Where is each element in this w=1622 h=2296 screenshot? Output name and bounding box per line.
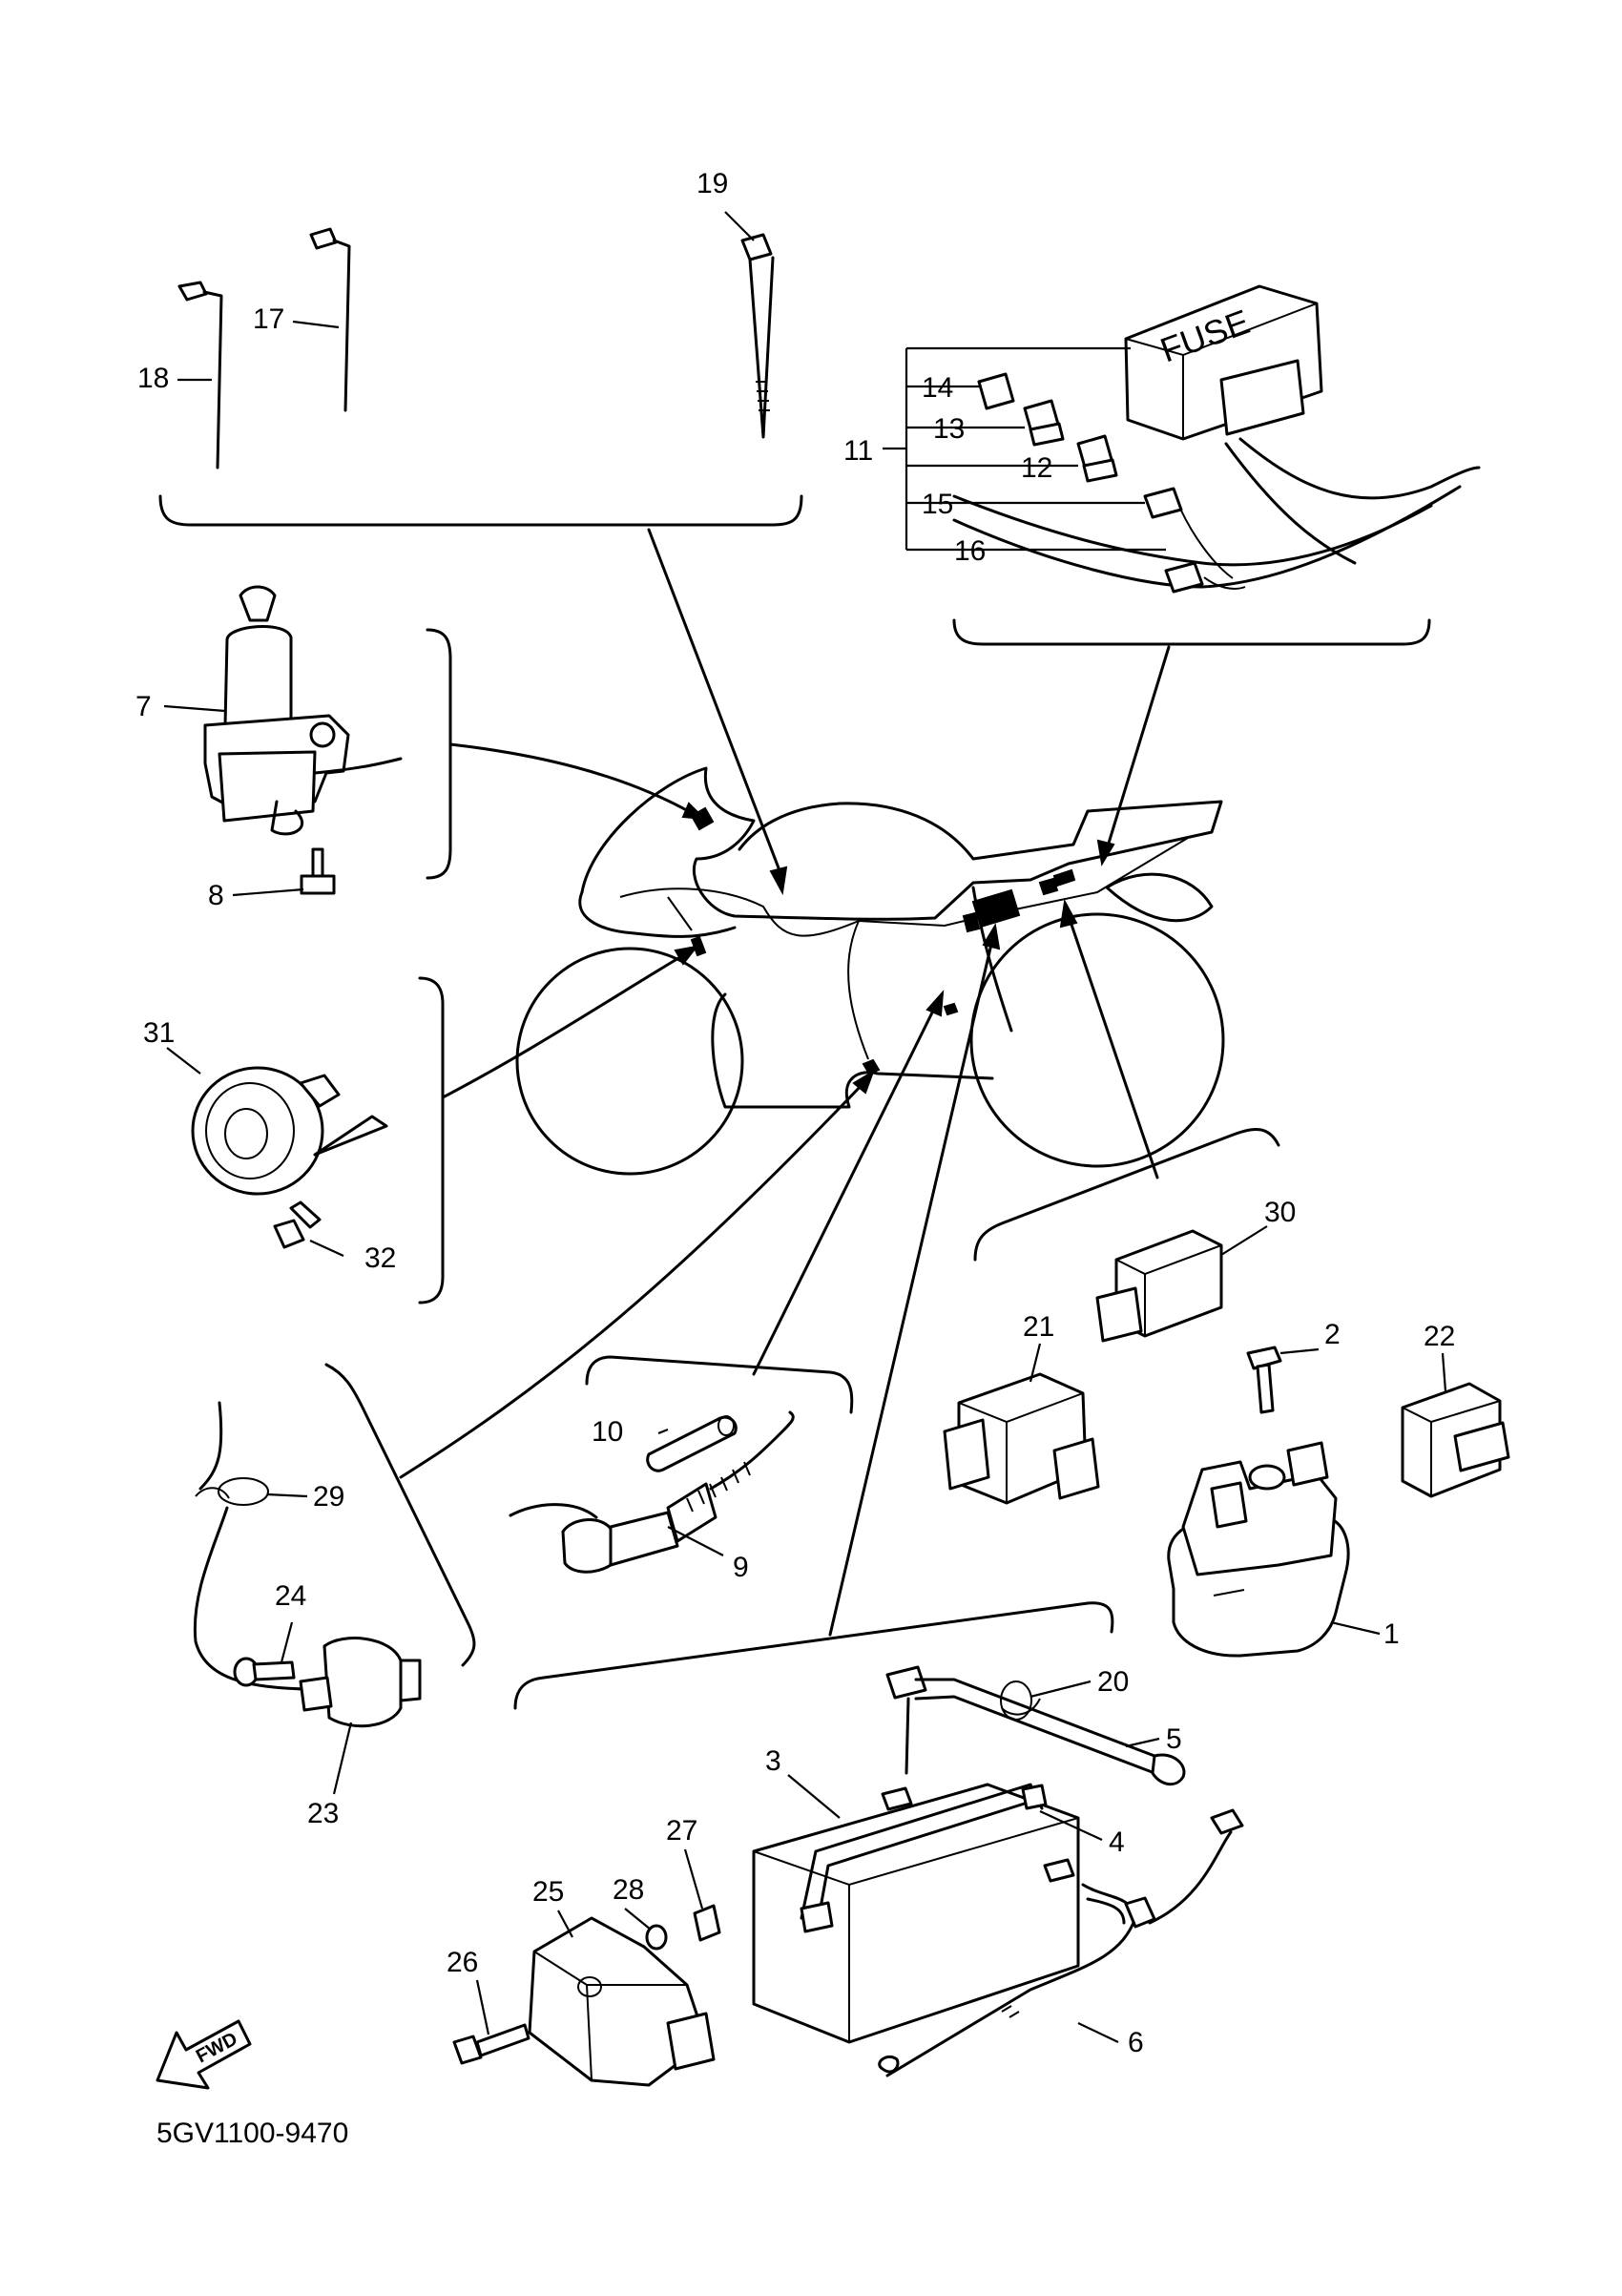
part-12-fuse — [1076, 434, 1118, 483]
part-21-relay — [943, 1372, 1100, 1505]
label-26: 26 — [447, 1947, 478, 1978]
part-17-cable-band — [309, 227, 351, 412]
part-20-cable-holder — [1000, 1680, 1041, 1721]
part-10-grommet — [646, 1415, 738, 1472]
label-25: 25 — [532, 1876, 564, 1908]
part-32-bolt — [273, 1200, 322, 1249]
label-19: 19 — [697, 168, 728, 199]
label-4: 4 — [1109, 1826, 1125, 1858]
drawing-code: 5GV1100-9470 — [156, 2118, 348, 2149]
label-20: 20 — [1097, 1666, 1129, 1698]
label-21: 21 — [1023, 1311, 1054, 1343]
part-4-battery-band — [800, 1783, 1048, 1933]
part-22-relay — [1401, 1382, 1510, 1498]
part-26-bolt — [452, 2023, 530, 2065]
part-3-battery — [752, 1783, 1080, 2044]
part-8-bolt — [300, 847, 336, 895]
label-5: 5 — [1166, 1723, 1182, 1755]
part-29-clamp — [195, 1401, 269, 1506]
label-22: 22 — [1424, 1321, 1455, 1352]
label-16: 16 — [954, 535, 986, 567]
label-8: 8 — [208, 880, 224, 911]
label-30: 30 — [1264, 1197, 1296, 1228]
motorcycle-outline — [515, 766, 1225, 1176]
fwd-arrow-icon: FWD — [156, 2019, 252, 2090]
part-23-neutral-switch — [193, 1506, 422, 1728]
part-6-battery-minus-lead — [878, 1808, 1244, 2077]
label-2: 2 — [1324, 1319, 1341, 1350]
label-17: 17 — [253, 303, 284, 335]
label-31: 31 — [143, 1017, 175, 1049]
label-13: 13 — [933, 413, 965, 445]
label-28: 28 — [613, 1874, 644, 1906]
part-number-labels: 19 17 18 14 13 11 12 15 16 7 8 31 32 30 … — [135, 168, 1455, 2058]
part-25-rectifier-regulator — [528, 1916, 716, 2087]
part-24-screw — [233, 1657, 296, 1687]
label-6: 6 — [1128, 2027, 1144, 2058]
part-1-starter-relay — [1167, 1441, 1350, 1658]
label-3: 3 — [765, 1745, 781, 1777]
part-28-washer — [645, 1924, 668, 1951]
label-27: 27 — [666, 1815, 697, 1847]
part-14-fuse — [977, 372, 1015, 410]
part-7-main-switch — [203, 585, 403, 836]
label-1: 1 — [1383, 1618, 1400, 1650]
label-14: 14 — [922, 372, 953, 404]
part-13-fuse — [1023, 399, 1065, 447]
part-31-horn — [191, 1066, 388, 1196]
part-11-fuse-box-assembly — [952, 284, 1481, 594]
part-5-battery-plus-lead — [885, 1665, 1186, 1786]
label-7: 7 — [135, 691, 152, 722]
part-19-cable-tie — [740, 233, 775, 439]
label-29: 29 — [313, 1481, 344, 1513]
part-2-bolt — [1246, 1346, 1282, 1414]
part-9-starter-wire — [509, 1410, 795, 1574]
part-27-nut — [693, 1904, 721, 1942]
label-32: 32 — [364, 1242, 396, 1274]
part-18-cable-band — [177, 281, 223, 470]
label-9: 9 — [733, 1552, 749, 1583]
part-30-relay — [1095, 1229, 1223, 1343]
label-10: 10 — [592, 1416, 623, 1448]
leader-lines — [163, 211, 1447, 2043]
label-18: 18 — [137, 363, 169, 394]
label-24: 24 — [275, 1580, 306, 1612]
group-brackets — [158, 494, 1431, 1710]
label-11: 11 — [843, 435, 873, 467]
label-23: 23 — [307, 1798, 339, 1829]
label-12: 12 — [1021, 452, 1052, 484]
label-15: 15 — [922, 489, 953, 520]
